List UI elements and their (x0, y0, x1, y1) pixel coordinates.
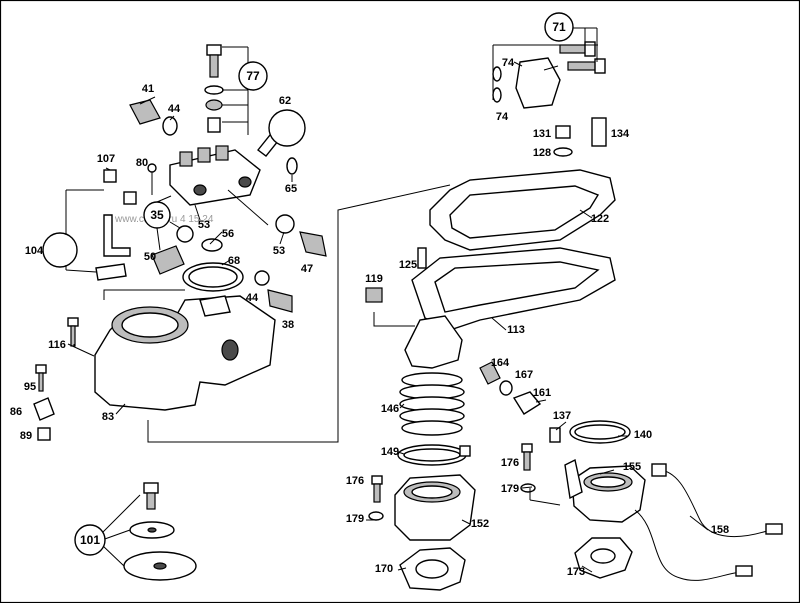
label-53a: 53 (198, 219, 210, 231)
label-80: 80 (136, 157, 148, 169)
pin-125 (417, 247, 427, 269)
label-131: 131 (533, 128, 551, 140)
label-134: 134 (611, 128, 630, 140)
label-158: 158 (711, 524, 729, 536)
part-labels: 41 44 107 80 65 53 56 53 47 50 68 44 38 … (10, 57, 729, 578)
cable-158 (657, 469, 771, 538)
seal-ring (205, 99, 223, 111)
label-164: 164 (491, 357, 510, 369)
label-155: 155 (623, 461, 641, 473)
callout-77: 77 (238, 61, 268, 91)
label-176b: 176 (501, 457, 519, 469)
label-173: 173 (567, 566, 585, 578)
label-65: 65 (285, 183, 297, 195)
washer-44 (162, 116, 178, 136)
label-44a: 44 (168, 103, 181, 115)
label-161: 161 (533, 387, 551, 399)
intake-elbow (404, 315, 463, 369)
label-179a: 179 (346, 513, 364, 525)
svg-text:104: 104 (25, 245, 44, 257)
fitting-41 (129, 99, 161, 125)
valve-sleeve (207, 117, 221, 133)
label-38: 38 (282, 319, 294, 331)
label-95: 95 (24, 381, 36, 393)
label-170: 170 (375, 563, 393, 575)
fitting-50 (151, 245, 185, 275)
spacer-134 (591, 117, 607, 147)
svg-text:77: 77 (246, 69, 260, 83)
svg-text:35: 35 (150, 208, 164, 222)
group-bracket (147, 184, 451, 443)
callout-104: 104 (25, 232, 78, 268)
label-74a: 74 (502, 57, 515, 69)
label-152: 152 (471, 518, 489, 530)
washer-167 (499, 380, 513, 396)
label-56: 56 (222, 228, 234, 240)
nut-107 (103, 169, 117, 183)
callout-71: 71 (544, 12, 574, 42)
label-50: 50 (144, 251, 156, 263)
bolt-head (206, 44, 222, 56)
label-41: 41 (142, 83, 154, 95)
fitting-119 (365, 287, 383, 303)
label-113: 113 (507, 324, 525, 336)
label-179b: 179 (501, 483, 519, 495)
svg-text:71: 71 (552, 20, 566, 34)
label-68: 68 (228, 255, 240, 267)
washer (204, 85, 224, 95)
svg-text:62: 62 (279, 95, 291, 107)
right-assembly (365, 41, 783, 591)
fitting-47 (299, 231, 327, 257)
label-146: 146 (381, 403, 399, 415)
left-assembly (33, 44, 451, 581)
fitting-38 (267, 289, 293, 313)
bracket (103, 214, 131, 257)
label-149: 149 (381, 446, 399, 458)
clip-86 (33, 397, 55, 421)
label-107: 107 (97, 153, 115, 165)
label-53b: 53 (273, 245, 285, 257)
washer-128 (553, 147, 573, 157)
nut-131 (555, 125, 571, 139)
gasket-small (95, 263, 127, 281)
label-125: 125 (399, 259, 417, 271)
label-74b: 74 (496, 111, 509, 123)
svg-text:101: 101 (80, 533, 100, 547)
label-122: 122 (591, 213, 609, 225)
label-119: 119 (365, 273, 383, 285)
callout-101: 101 (74, 524, 106, 556)
label-167: 167 (515, 369, 533, 381)
label-176a: 176 (346, 475, 364, 487)
label-128: 128 (533, 147, 551, 159)
bolt-71b (567, 61, 599, 71)
nut-89 (37, 427, 51, 441)
label-116: 116 (48, 339, 66, 351)
leader-lines (65, 27, 709, 573)
lever-161 (512, 391, 542, 415)
label-83: 83 (102, 411, 114, 423)
label-137: 137 (553, 410, 571, 422)
callout-62: 62 (268, 95, 306, 147)
label-140: 140 (634, 429, 652, 441)
label-89: 89 (20, 430, 32, 442)
clip-137 (549, 427, 561, 443)
screw-164 (479, 361, 501, 385)
label-47: 47 (301, 263, 313, 275)
callout-35: 35 (143, 201, 171, 229)
label-86: 86 (10, 406, 22, 418)
label-44b: 44 (246, 292, 259, 304)
bolt-shank (209, 54, 219, 78)
switch-74 (515, 57, 561, 109)
